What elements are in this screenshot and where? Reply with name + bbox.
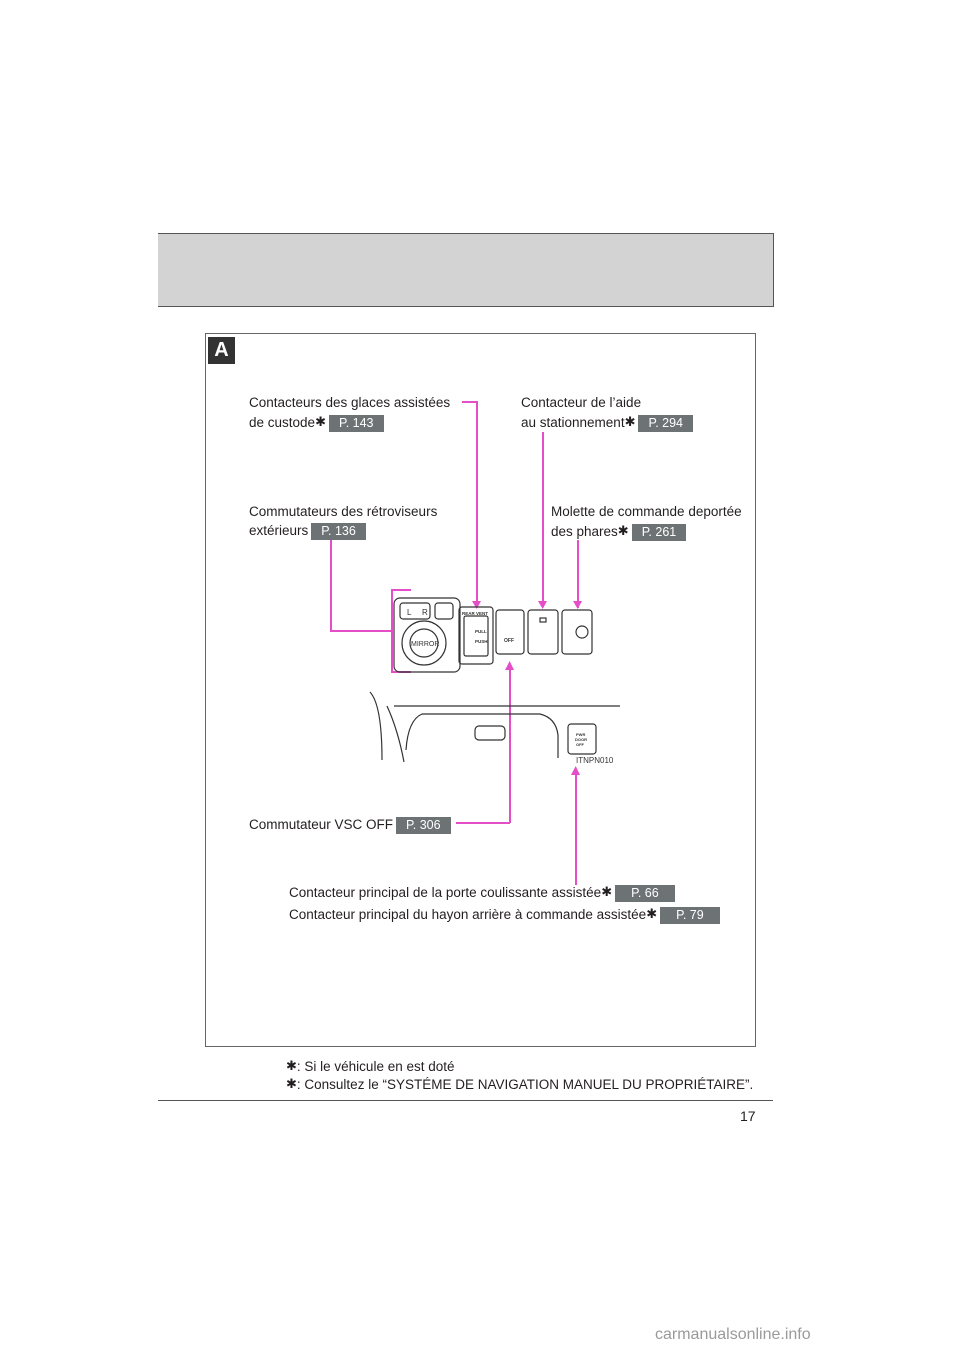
callout-rear-windows: Contacteurs des glaces assistées de cust… (249, 393, 450, 432)
mirror-fold-button (434, 602, 454, 620)
rear-vent-label: REAR VENT (462, 611, 488, 616)
star-icon: ✱ (286, 1076, 297, 1091)
star-icon: ✱ (646, 906, 658, 921)
leader-line (577, 540, 579, 608)
page-number: 17 (740, 1108, 756, 1124)
page-ref-badge[interactable]: P. 66 (615, 884, 675, 902)
mirror-l-label: L (407, 608, 412, 617)
header-band (158, 233, 774, 307)
star-icon: ✱ (315, 414, 326, 429)
dashboard-outline (369, 691, 383, 761)
star-icon: ✱ (286, 1058, 297, 1073)
star-icon: ✱ (617, 523, 629, 538)
callout-parking-assist-line1: Contacteur de l’aide (521, 395, 642, 410)
leader-line (391, 589, 411, 591)
pwr-door-label-1: PWR (576, 732, 585, 737)
mirror-lr-selector (399, 602, 431, 620)
leader-line (330, 630, 392, 632)
callout-mirrors-line1: Commutateurs des rétroviseurs (249, 504, 438, 519)
mirror-dial-inner (409, 628, 439, 658)
power-door-switch (567, 723, 597, 755)
dashboard-handle (474, 725, 506, 741)
page-ref-badge[interactable]: P. 294 (638, 414, 694, 432)
mirror-adjust-dial (401, 620, 447, 666)
callout-rear-windows-line2: de custode (249, 415, 316, 430)
leader-line (391, 589, 393, 672)
vsc-off-label: OFF (504, 638, 514, 644)
rear-vent-inner (463, 615, 489, 657)
leader-line (542, 432, 544, 607)
mirror-r-label: R (422, 608, 428, 617)
callout-headlight-dial-line2: des phares (551, 524, 618, 539)
callout-vsc-off-label: Commutateur VSC OFF (249, 817, 394, 832)
callout-mirrors: Commutateurs des rétroviseurs extérieurs… (249, 502, 437, 540)
watermark: carmanualsonline.info (655, 1326, 811, 1343)
illustration-panel (205, 333, 756, 1047)
page-ref-badge[interactable]: P. 136 (311, 522, 366, 540)
leader-line (476, 401, 478, 607)
star-icon: ✱ (624, 414, 636, 429)
vsc-switch (495, 609, 525, 655)
headlight-dial-knob (575, 625, 589, 639)
note-2: ✱: Consultez le “SYSTÉME DE NAVIGATION M… (286, 1074, 753, 1094)
callout-rear-windows-line1: Contacteurs des glaces assistées (249, 395, 451, 410)
callout-sliding-door: Contacteur principal de la porte couliss… (289, 882, 675, 902)
parking-assist-switch (527, 609, 559, 655)
page-ref-badge[interactable]: P. 143 (328, 414, 384, 432)
pwr-door-label-3: OFF (576, 742, 585, 747)
leader-line (456, 822, 510, 824)
callout-headlight-dial: Molette de commande deportée des phares✱… (551, 502, 742, 541)
note-1: ✱: Si le véhicule en est doté (286, 1056, 455, 1076)
pull-label: PULL (475, 629, 487, 634)
push-label: PUSH (475, 639, 488, 644)
leader-line (509, 664, 511, 823)
callout-back-door-label: Contacteur principal du hayon arrière à … (289, 907, 647, 922)
mirror-label: MIRROR (411, 641, 439, 648)
page-ref-badge[interactable]: P. 261 (631, 523, 687, 541)
rear-vent-switch (458, 606, 494, 665)
section-letter: A (208, 337, 235, 364)
pwr-door-label-2: DOOR (575, 737, 587, 742)
footer-rule (158, 1100, 773, 1101)
callout-sliding-door-label: Contacteur principal de la porte couliss… (289, 885, 602, 900)
leader-line (462, 401, 476, 403)
leader-line (330, 540, 332, 631)
headlight-dial-switch (561, 609, 593, 655)
star-icon: ✱ (601, 884, 613, 899)
switch-illustration: L R MIRROR REAR VENT PULL PUSH OFF PWR D… (369, 597, 620, 765)
page-ref-badge[interactable]: P. 79 (660, 906, 720, 924)
callout-mirrors-line2: extérieurs (249, 523, 309, 538)
dashboard-outline (405, 713, 559, 758)
figure-code: ITNPN010 (576, 756, 614, 765)
parking-assist-indicator (539, 617, 547, 623)
callout-parking-assist: Contacteur de l’aide au stationnement✱P.… (521, 393, 694, 432)
page-ref-badge[interactable]: P. 306 (396, 816, 451, 834)
leader-line (575, 769, 577, 885)
mirror-switch-block (393, 597, 461, 673)
note-1-text: : Si le véhicule en est doté (296, 1059, 455, 1074)
dashboard-outline (386, 705, 405, 763)
callout-parking-assist-line2: au stationnement (521, 415, 625, 430)
callout-headlight-dial-line1: Molette de commande deportée (551, 504, 742, 519)
callout-back-door: Contacteur principal du hayon arrière à … (289, 904, 720, 924)
note-2-text: : Consultez le “SYSTÉME DE NAVIGATION MA… (296, 1077, 754, 1092)
